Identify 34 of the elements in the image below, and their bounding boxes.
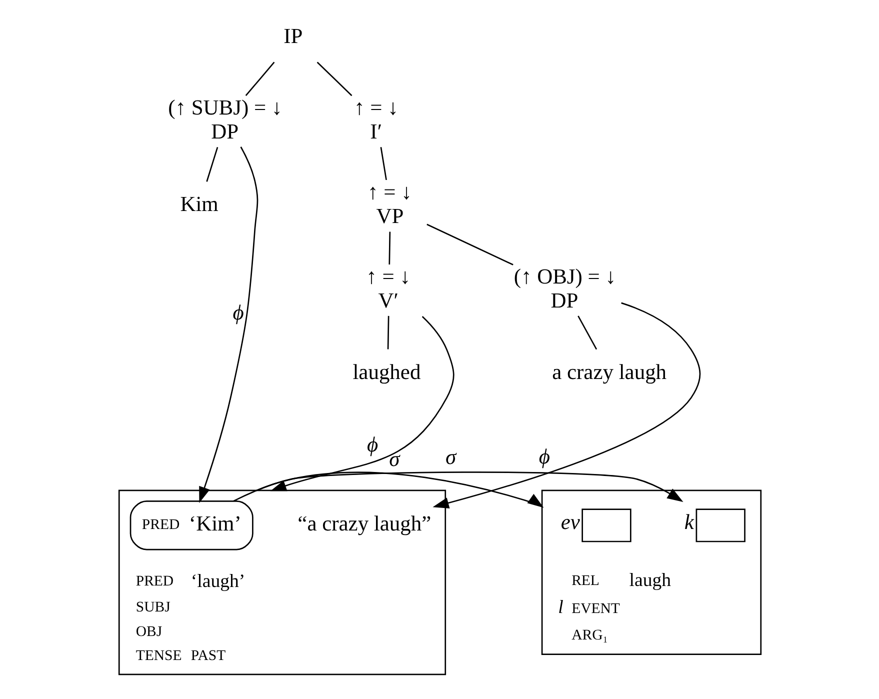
connector	[206, 146, 218, 182]
connector	[577, 316, 597, 350]
connector	[388, 232, 390, 265]
node-label: l	[558, 596, 563, 618]
arrow	[256, 472, 544, 508]
node-box: PRED ‘Kim’	[129, 500, 253, 550]
edge-label: ϕ	[232, 300, 244, 324]
connector	[316, 62, 352, 96]
connector	[426, 224, 513, 266]
arrow	[232, 472, 683, 502]
edge-label: ϕ	[538, 444, 550, 469]
node-label: ev	[560, 510, 580, 534]
node-text: ↑ = ↓ I′	[354, 95, 398, 144]
node-label: k	[684, 510, 694, 534]
node-text: ↑ = ↓ V′	[366, 264, 410, 313]
connector	[386, 316, 389, 350]
node-box	[581, 508, 631, 542]
arrow	[198, 146, 258, 503]
arrow	[432, 302, 700, 508]
connector	[244, 62, 274, 96]
edge-label: σ	[388, 447, 400, 472]
node-box	[695, 508, 745, 542]
node-text: (↑ SUBJ) = ↓ DP	[168, 95, 282, 144]
connector	[380, 147, 386, 180]
node-text: (↑ OBJ) = ↓ DP	[513, 264, 616, 313]
node-text: ↑ = ↓ VP	[367, 180, 412, 228]
node-text: laughed	[352, 360, 420, 384]
node-text: “a crazy laugh”	[297, 511, 431, 536]
node-text: IP	[283, 24, 302, 48]
arrow	[270, 316, 454, 492]
edge-label: ϕ	[366, 432, 378, 457]
node-text: a crazy laugh	[552, 360, 666, 384]
node-text: Kim	[180, 192, 218, 216]
edge-label: σ	[444, 444, 456, 469]
